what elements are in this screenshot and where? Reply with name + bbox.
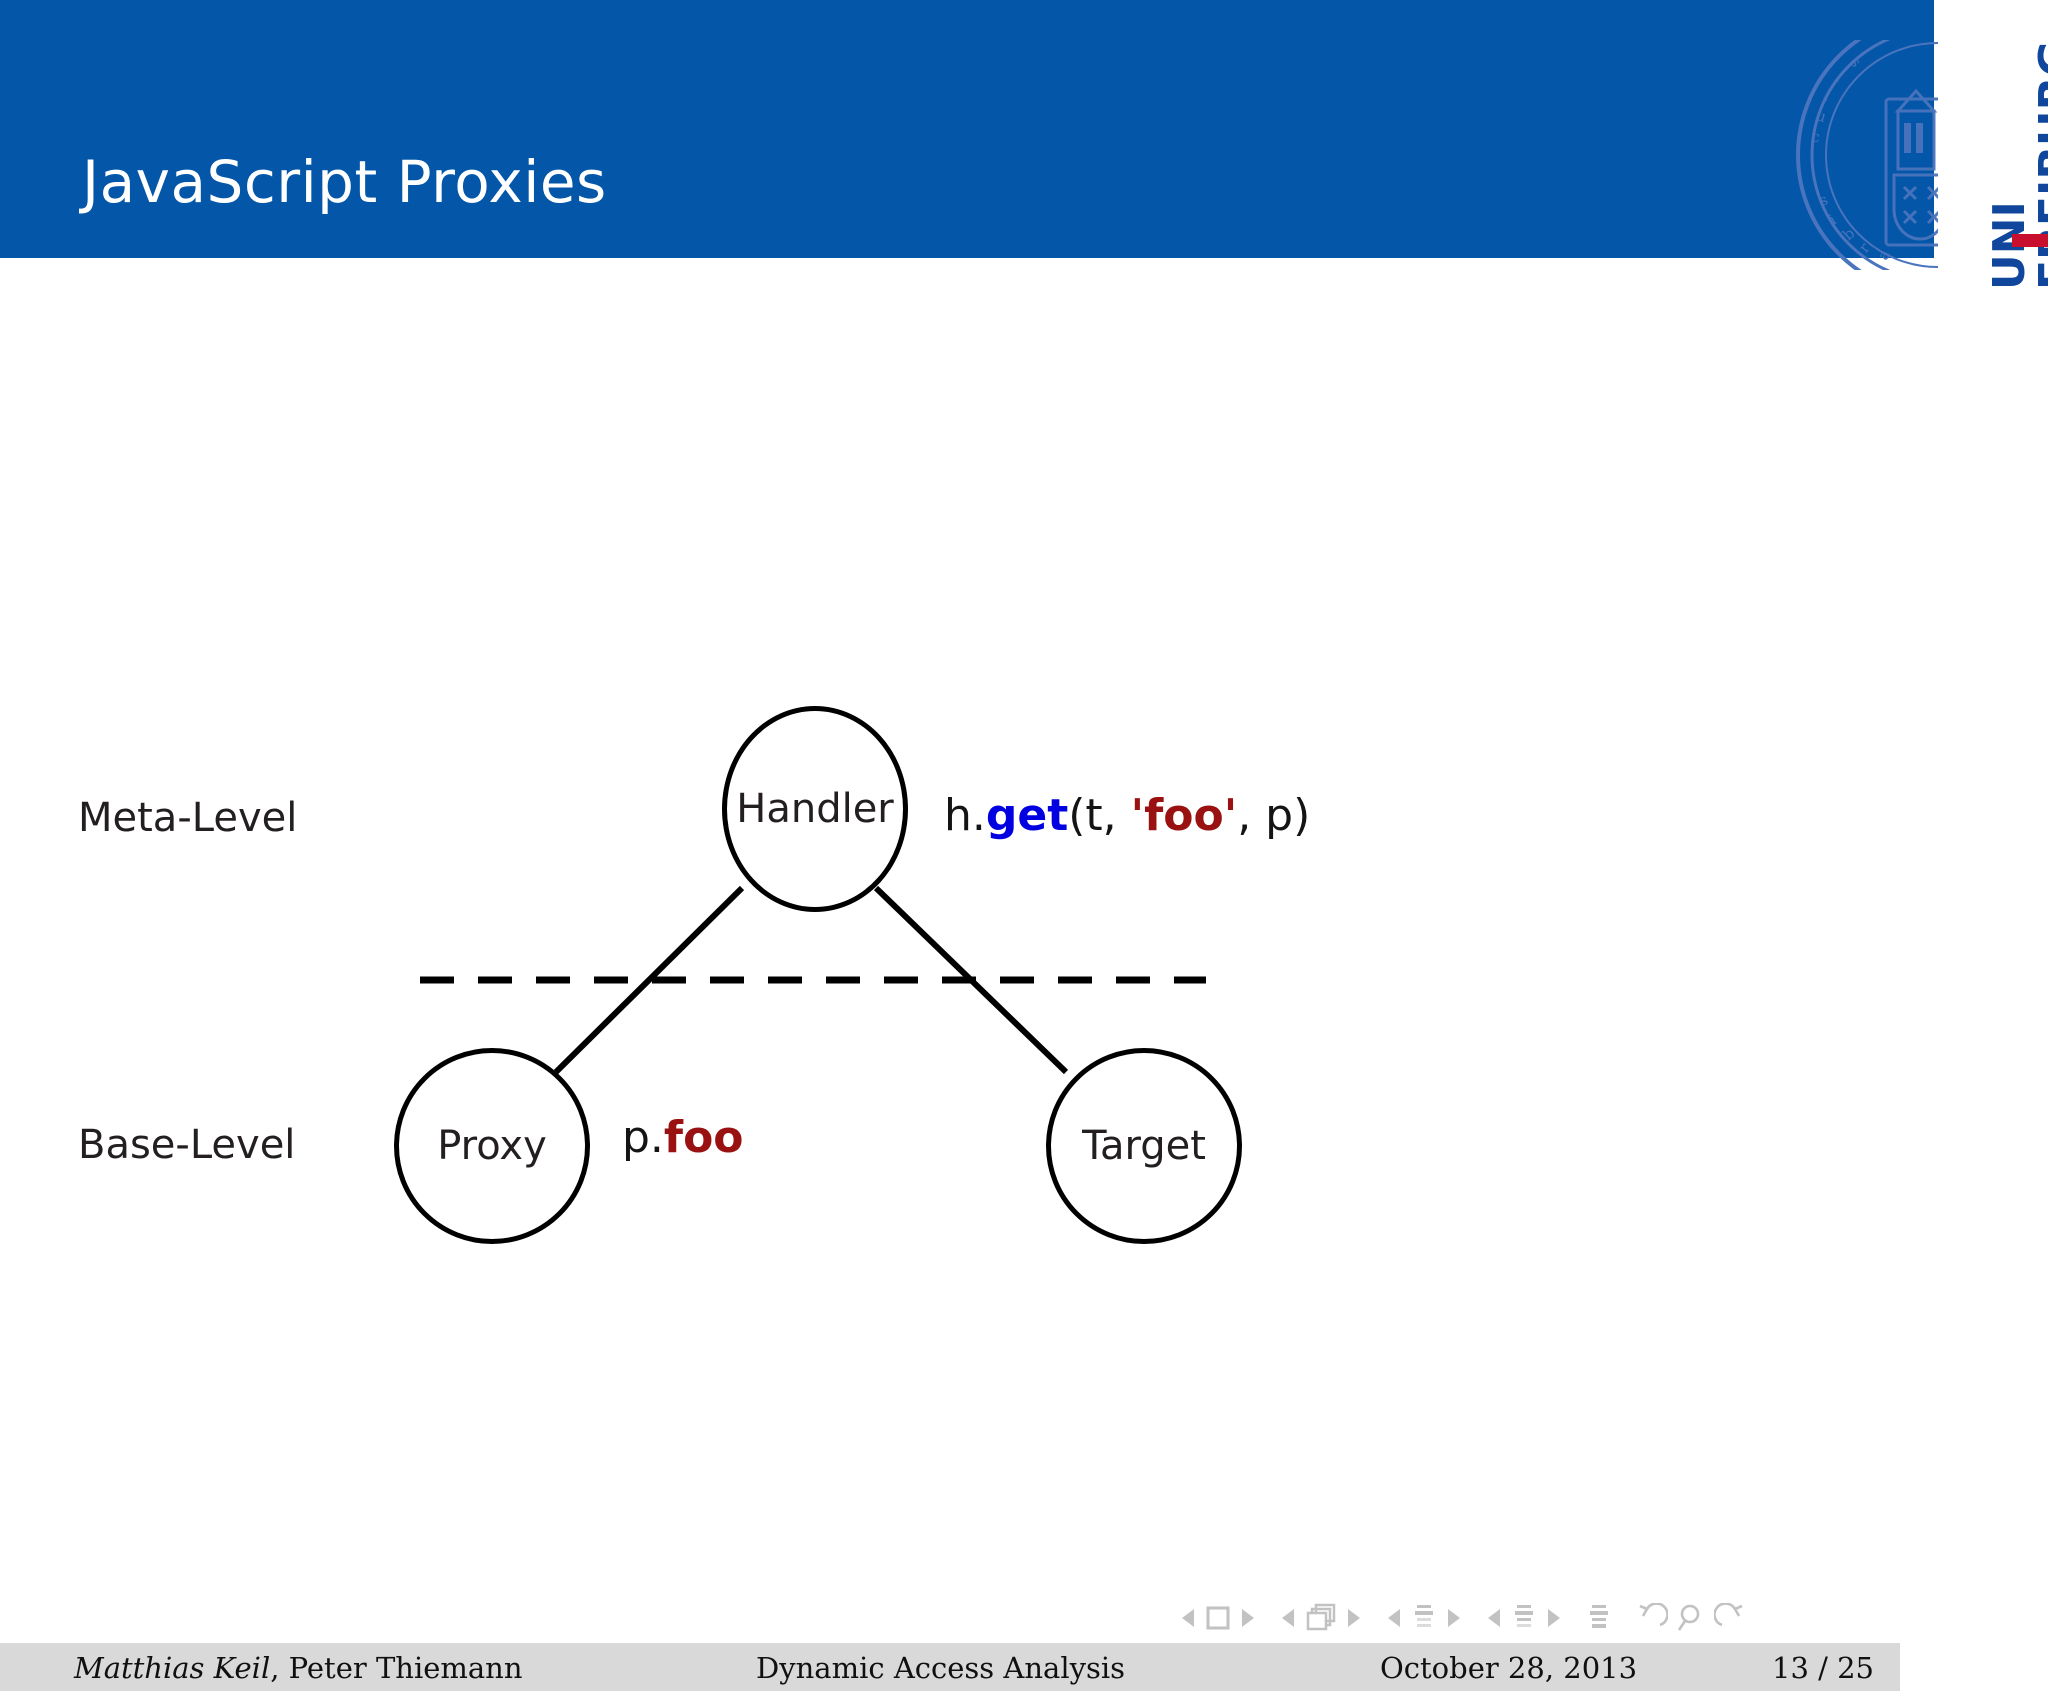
next-subsection-arrow-icon[interactable] xyxy=(1446,1607,1462,1629)
node-target-label: Target xyxy=(1082,1123,1206,1169)
svg-text:i: i xyxy=(1832,68,1847,85)
footer-authors: Matthias Keil, Peter Thiemann xyxy=(74,1651,523,1685)
nav-group-frame[interactable] xyxy=(1280,1603,1362,1633)
node-proxy: Proxy xyxy=(394,1048,590,1244)
nav-group-slide[interactable] xyxy=(1180,1605,1256,1631)
nav-group-section[interactable] xyxy=(1486,1603,1562,1633)
svg-text:s: s xyxy=(1846,53,1865,71)
beamer-navigation-bar[interactable] xyxy=(1180,1596,1770,1640)
footer-page-number: 13 / 25 xyxy=(1772,1651,1875,1685)
university-logo: a r b i s · c u l i s UNI FREIB xyxy=(1790,30,2048,292)
slide-footer-bar xyxy=(0,1643,1900,1691)
footer-author-rest: , Peter Thiemann xyxy=(270,1651,523,1685)
svg-text:l: l xyxy=(1821,86,1834,104)
code-close-args: , p) xyxy=(1237,790,1311,841)
university-seal-icon: a r b i s · c u l i s xyxy=(1790,40,1938,270)
svg-text:·: · xyxy=(1810,149,1815,167)
search-icon[interactable] xyxy=(1677,1603,1705,1633)
prev-slide-arrow-icon[interactable] xyxy=(1180,1607,1196,1629)
code-open-args: (t, xyxy=(1068,790,1131,841)
node-target: Target xyxy=(1046,1048,1242,1244)
document-lines-icon[interactable] xyxy=(1586,1603,1612,1633)
meta-level-label: Meta-Level xyxy=(78,795,298,841)
stacked-frames-icon[interactable] xyxy=(1305,1603,1337,1633)
base-code-prefix: p. xyxy=(622,1112,664,1163)
svg-text:u: u xyxy=(1814,106,1829,126)
redo-arrow-icon[interactable] xyxy=(1714,1603,1746,1633)
slide-header-bar xyxy=(0,0,1934,258)
edge-handler-proxy xyxy=(553,885,745,1075)
edge-handler-target xyxy=(873,885,1069,1075)
undo-arrow-icon[interactable] xyxy=(1636,1603,1668,1633)
accent-dash-left xyxy=(2012,234,2048,247)
code-method: get xyxy=(985,790,1069,841)
wordmark-freiburg: FREIBURG xyxy=(2030,40,2048,290)
svg-text:a: a xyxy=(1874,247,1894,263)
next-section-arrow-icon[interactable] xyxy=(1546,1607,1562,1629)
node-proxy-label: Proxy xyxy=(437,1123,547,1169)
nav-group-subsection[interactable] xyxy=(1386,1603,1462,1633)
nav-group-document[interactable] xyxy=(1586,1603,1612,1633)
svg-text:c: c xyxy=(1810,127,1821,146)
nav-group-history[interactable] xyxy=(1636,1603,1746,1633)
footer-author-primary: Matthias Keil xyxy=(74,1651,271,1685)
svg-text:b: b xyxy=(1839,224,1858,244)
section-lines-icon[interactable] xyxy=(1511,1603,1537,1633)
code-prefix: h. xyxy=(944,790,986,841)
prev-frame-arrow-icon[interactable] xyxy=(1280,1607,1296,1629)
base-level-label: Base-Level xyxy=(78,1122,296,1168)
next-slide-arrow-icon[interactable] xyxy=(1240,1607,1256,1629)
university-wordmark: UNI FREIBURG xyxy=(1948,40,2048,292)
meta-level-code: h.get(t, 'foo', p) xyxy=(944,790,1310,841)
base-code-property: foo xyxy=(663,1112,744,1163)
node-handler: Handler xyxy=(722,706,908,912)
prev-subsection-arrow-icon[interactable] xyxy=(1386,1607,1402,1629)
footer-date: October 28, 2013 xyxy=(1380,1651,1638,1685)
svg-text:i: i xyxy=(1826,211,1840,229)
prev-section-arrow-icon[interactable] xyxy=(1486,1607,1502,1629)
next-frame-arrow-icon[interactable] xyxy=(1346,1607,1362,1629)
code-property: 'foo' xyxy=(1130,790,1238,841)
footer-talk-title: Dynamic Access Analysis xyxy=(756,1651,1126,1685)
base-level-code: p.foo xyxy=(622,1112,744,1163)
slide-square-icon[interactable] xyxy=(1205,1605,1231,1631)
page-title: JavaScript Proxies xyxy=(82,148,607,216)
node-handler-label: Handler xyxy=(736,786,894,832)
svg-text:s: s xyxy=(1817,190,1831,210)
subsection-lines-icon[interactable] xyxy=(1411,1603,1437,1633)
